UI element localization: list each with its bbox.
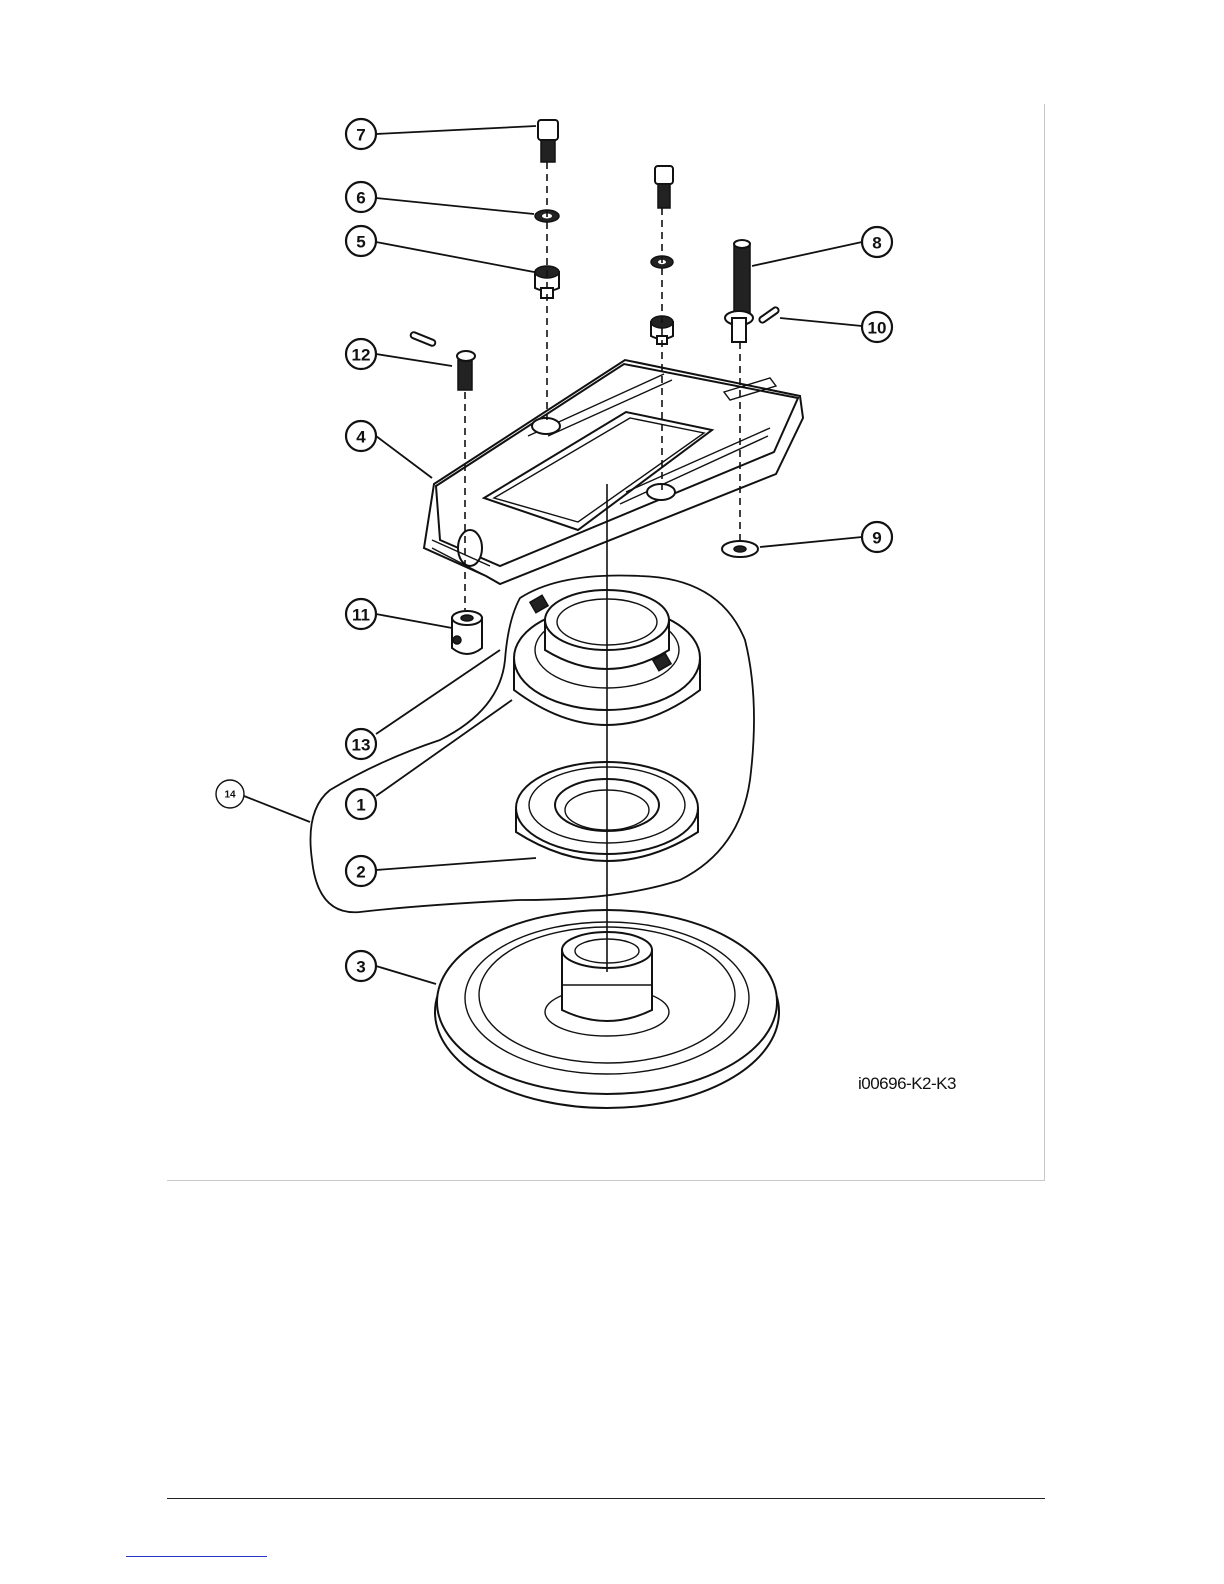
second-cap-screw	[655, 166, 673, 208]
callout-7-label: 7	[356, 126, 365, 145]
callout-13-label: 13	[352, 736, 371, 755]
callout-10-label: 10	[868, 319, 887, 338]
callout-4: 4	[346, 421, 376, 451]
part-10-pin	[758, 306, 779, 324]
callout-2-label: 2	[356, 863, 365, 882]
callout-11: 11	[346, 599, 376, 629]
callout-14-label: 14	[224, 790, 236, 801]
callout-14: 14	[216, 780, 244, 808]
callout-12-label: 12	[352, 346, 371, 365]
footer-link-underline[interactable]	[126, 1556, 267, 1557]
footer-rule	[167, 1498, 1045, 1499]
part-7-cap-screw	[538, 120, 558, 162]
figure-id-label: i00696-K2-K3	[858, 1074, 956, 1094]
part-11-sleeve	[452, 611, 482, 654]
callout-4-label: 4	[356, 428, 366, 447]
callout-12: 12	[346, 339, 376, 369]
callout-10: 10	[862, 312, 892, 342]
callout-9-label: 9	[872, 529, 881, 548]
callout-5-label: 5	[356, 233, 365, 252]
callout-5: 5	[346, 226, 376, 256]
callout-8-label: 8	[872, 234, 881, 253]
callout-13: 13	[346, 729, 376, 759]
callout-3: 3	[346, 951, 376, 981]
callout-8: 8	[862, 227, 892, 257]
callout-6: 6	[346, 182, 376, 212]
callout-1-label: 1	[356, 796, 365, 815]
callout-7: 7	[346, 119, 376, 149]
callout-6-label: 6	[356, 189, 365, 208]
callout-11-label: 11	[352, 606, 370, 625]
callout-1: 1	[346, 789, 376, 819]
part-9-washer	[722, 541, 758, 557]
part-8-stud	[725, 240, 753, 342]
callout-3-label: 3	[356, 958, 365, 977]
callout-9: 9	[862, 522, 892, 552]
callout-2: 2	[346, 856, 376, 886]
